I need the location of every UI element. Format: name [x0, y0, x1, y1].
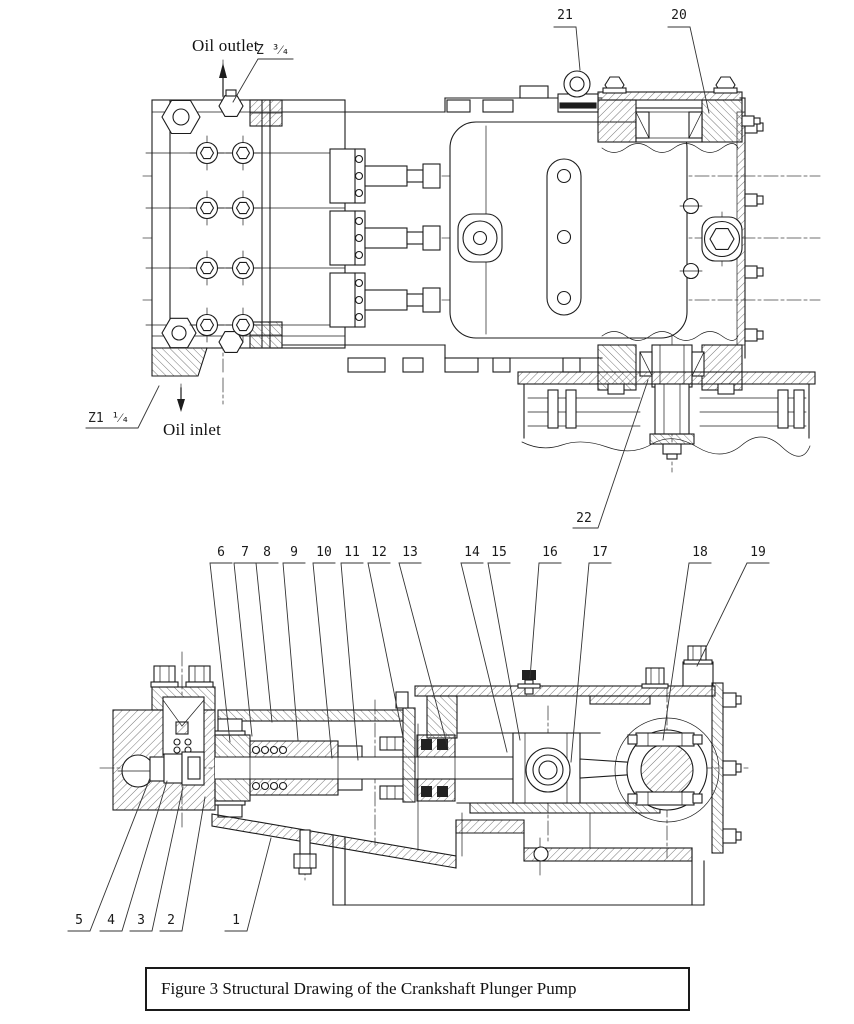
pump-base — [211, 723, 705, 906]
section-view-drawing — [67, 562, 770, 932]
callout-18: 18 — [692, 545, 708, 560]
callout-21: 21 — [557, 8, 573, 23]
shaft-mount-flange — [517, 344, 816, 460]
callout-9: 9 — [290, 545, 298, 560]
callout-5: 5 — [75, 913, 83, 928]
callout-17: 17 — [592, 545, 608, 560]
callout-7: 7 — [241, 545, 249, 560]
oil-outlet-arrow-icon — [219, 63, 227, 97]
callout-4: 4 — [107, 913, 115, 928]
oil-inlet-label: Oil inlet — [163, 420, 221, 439]
callout-3: 3 — [137, 913, 145, 928]
fluid-end-block — [145, 89, 346, 377]
bearing-cover-top — [597, 76, 761, 341]
oil-inlet-thread-spec: Z1 ¹⁄₄ — [88, 411, 130, 426]
rear-cover-bolts — [744, 120, 764, 342]
callout-13: 13 — [402, 545, 418, 560]
callout-8: 8 — [263, 545, 271, 560]
top-view-leaders — [85, 26, 710, 529]
oil-outlet-label: Oil outlet — [192, 36, 259, 55]
callout-16: 16 — [542, 545, 558, 560]
oil-filler-plug — [519, 70, 599, 113]
packing-assembly — [214, 709, 516, 818]
power-frame-housing — [414, 645, 742, 854]
callout-19: 19 — [750, 545, 766, 560]
callout-14: 14 — [464, 545, 480, 560]
fluid-end-section — [112, 665, 216, 811]
callout-12: 12 — [371, 545, 387, 560]
callout-15: 15 — [491, 545, 507, 560]
oil-outlet-thread-spec: Z ³⁄₄ — [256, 43, 290, 58]
callout-6: 6 — [217, 545, 225, 560]
top-view-drawing — [85, 26, 821, 529]
callout-22: 22 — [576, 511, 592, 526]
plunger-clamps — [329, 148, 441, 328]
callout-1: 1 — [232, 913, 240, 928]
callout-10: 10 — [316, 545, 332, 560]
callout-2: 2 — [167, 913, 175, 928]
callout-11: 11 — [344, 545, 360, 560]
section-view-leaders — [67, 562, 770, 932]
figure-caption-box: Figure 3 Structural Drawing of the Crank… — [145, 967, 690, 1011]
callout-20: 20 — [671, 8, 687, 23]
crank-mechanism — [512, 717, 720, 823]
crankcase-housing — [281, 97, 764, 373]
oil-inlet-arrow-icon — [177, 387, 185, 412]
figure-caption: Figure 3 Structural Drawing of the Crank… — [161, 979, 577, 998]
